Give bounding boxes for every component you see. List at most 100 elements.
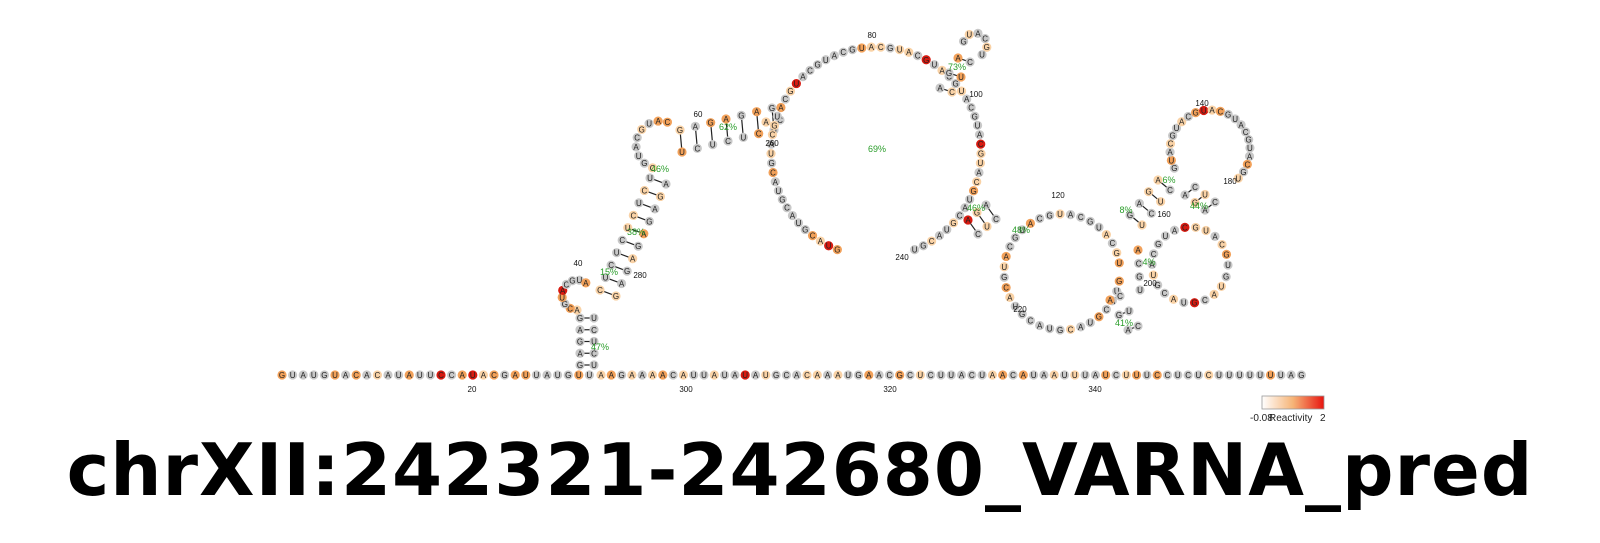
nucleotide-letter: U: [897, 46, 903, 55]
base-pair: [619, 253, 630, 259]
nucleotide-letter: A: [650, 371, 656, 380]
nucleotide-letter: G: [639, 125, 645, 134]
nucleotide-letter: G: [1155, 240, 1161, 249]
nucleotide-letter: C: [967, 58, 973, 67]
nucleotide: [1200, 295, 1210, 305]
nucleotide: [843, 370, 853, 380]
nucleotide: [277, 370, 287, 380]
nucleotide: [1241, 127, 1251, 137]
nucleotide: [1134, 272, 1144, 282]
nucleotide-letter: C: [591, 349, 597, 358]
nucleotide: [1180, 190, 1190, 200]
nucleotide: [1191, 222, 1201, 233]
nucleotide: [1210, 197, 1220, 207]
nucleotide-letter: A: [1125, 326, 1131, 335]
nucleotide-letter: C: [564, 280, 570, 289]
nucleotide-letter: C: [694, 144, 700, 153]
nucleotide: [612, 248, 622, 258]
nucleotide: [966, 102, 976, 113]
nucleotide: [769, 120, 780, 130]
nucleotide: [965, 194, 975, 205]
nucleotide-letter: U: [1019, 226, 1025, 235]
nucleotide-letter: G: [1155, 281, 1161, 290]
nucleotide-letter: U: [710, 141, 716, 150]
nucleotide: [980, 33, 990, 44]
nucleotide: [658, 370, 668, 380]
nucleotide-letter: U: [958, 73, 964, 82]
nucleotide: [768, 167, 778, 178]
nucleotide: [1114, 258, 1124, 268]
nucleotide: [404, 370, 414, 380]
nucleotide: [1238, 167, 1249, 177]
nucleotide-letter: G: [970, 187, 976, 196]
nucleotide-letter: A: [619, 280, 625, 289]
nucleotide: [1165, 147, 1175, 157]
nucleotide: [650, 204, 660, 214]
nucleotide: [1189, 298, 1200, 308]
nucleotide-letter: A: [1137, 199, 1143, 208]
nucleotide: [947, 87, 957, 97]
nucleotide-letter: A: [681, 371, 687, 380]
nucleotide-letter: C: [353, 371, 359, 380]
percent-label: 8%: [1119, 205, 1132, 215]
nucleotide-letter: U: [587, 371, 593, 380]
nucleotide: [1217, 239, 1227, 250]
nucleotide: [415, 370, 425, 380]
nucleotide-letter: U: [959, 87, 965, 96]
nucleotide-letter: G: [677, 126, 683, 135]
nucleotide: [457, 370, 467, 380]
nucleotide-letter: C: [1168, 140, 1174, 149]
nucleotide-letter: G: [923, 56, 929, 65]
nucleotide: [1233, 173, 1243, 183]
nucleotide-letter: U: [1087, 319, 1093, 328]
percent-label: 62%: [719, 122, 737, 132]
nucleotide: [706, 118, 716, 128]
base-pair: [641, 203, 652, 209]
nucleotide-letter: G: [1223, 250, 1229, 259]
nucleotide-letter: G: [802, 226, 808, 235]
nucleotide: [675, 125, 685, 135]
nucleotide-letter: A: [1247, 152, 1253, 161]
nucleotide: [1085, 216, 1095, 226]
nucleotide: [981, 200, 991, 210]
nucleotide-letter: G: [1047, 211, 1053, 220]
nucleotide-letter: U: [1126, 307, 1132, 316]
nucleotide: [866, 42, 876, 52]
nucleotide: [600, 272, 611, 283]
nucleotide: [915, 370, 925, 380]
nucleotide-letter: C: [1154, 371, 1160, 380]
nucleotide: [617, 370, 627, 380]
nucleotide: [542, 370, 552, 380]
nucleotide: [1094, 312, 1104, 322]
nucleotide: [647, 370, 658, 380]
nucleotide: [468, 370, 478, 380]
base-pair: [602, 290, 614, 296]
nucleotide: [937, 65, 947, 75]
nucleotide-letter: U: [1134, 371, 1140, 380]
nucleotide: [623, 223, 633, 233]
nucleotide-letter: G: [321, 371, 327, 380]
nucleotide-letter: C: [887, 371, 893, 380]
nucleotide-letter: G: [613, 292, 619, 301]
nucleotide: [1149, 249, 1159, 259]
nucleotide-letter: C: [907, 371, 913, 380]
nucleotide: [575, 336, 585, 347]
nucleotide: [1169, 163, 1179, 173]
nucleotide: [567, 276, 577, 286]
nucleotide-letter: U: [978, 159, 984, 168]
nucleotide: [1160, 231, 1171, 241]
base-pair: [1141, 204, 1150, 212]
nucleotide: [977, 370, 987, 380]
nucleotide-letter: A: [1202, 206, 1208, 215]
nucleotide-letter: A: [732, 371, 738, 380]
nucleotide: [319, 370, 329, 380]
nucleotide-letter: A: [1052, 371, 1058, 380]
nucleotide-letter: U: [428, 371, 434, 380]
nucleotide: [1114, 276, 1124, 286]
nucleotide-letter: C: [567, 304, 573, 313]
nucleotide: [644, 216, 654, 226]
nucleotide: [575, 348, 585, 358]
nucleotide-letter: A: [955, 54, 961, 63]
nucleotide-letter: A: [790, 212, 796, 221]
nucleotide: [767, 130, 778, 140]
